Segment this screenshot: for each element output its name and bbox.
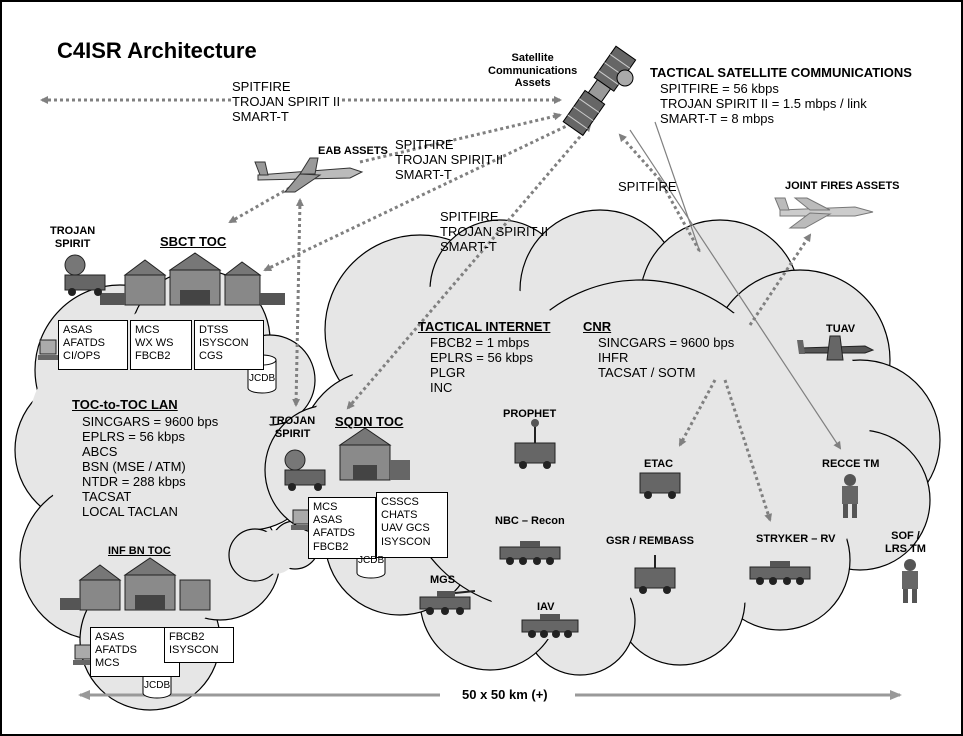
page-title: C4ISR Architecture [57, 38, 257, 63]
recce-tm-label: RECCE TM [822, 458, 880, 470]
sbct-box-2: MCS WX WS FBCB2 [130, 320, 192, 370]
tent-icon [338, 427, 410, 481]
toc-lan-title: TOC-to-TOC LAN [72, 397, 178, 412]
armored-vehicle-icon [419, 590, 476, 615]
inf-box-2: FBCB2 ISYSCON [164, 627, 234, 663]
armored-vehicle-icon [749, 561, 811, 585]
sbct-db-label: JCDB [249, 373, 276, 384]
tacsat-rates: SPITFIRE = 56 kbps TROJAN SPIRIT II = 1.… [660, 81, 867, 126]
tactical-internet-list: FBCB2 = 1 mbps EPLRS = 56 kbps PLGR INC [430, 335, 533, 395]
iav-label: IAV [537, 601, 555, 613]
gsr-rembass-label: GSR / REMBASS [606, 535, 695, 547]
uav-icon [797, 335, 875, 361]
tactical-internet-title: TACTICAL INTERNET [418, 319, 551, 334]
sof-lrs-label: SOF / LRS TM [885, 530, 926, 555]
toc-lan-list: SINCGARS = 9600 bps EPLRS = 56 kbps ABCS… [82, 414, 219, 519]
etac-label: ETAC [644, 458, 674, 470]
satellite-dish-icon [284, 449, 326, 491]
armored-vehicle-icon [499, 541, 561, 565]
sbct-toc-title: SBCT TOC [160, 234, 227, 249]
trojan-spirit-top-label: TROJAN SPIRIT [50, 225, 96, 250]
truck-icon [639, 472, 681, 499]
tacsat-heading: TACTICAL SATELLITE COMMUNICATIONS [650, 65, 912, 80]
truck-icon [514, 419, 556, 469]
solid-links [629, 121, 842, 450]
sbct-box-3: DTSS ISYSCON CGS [194, 320, 264, 370]
link-mid-label: SPITFIRE TROJAN SPIRIT II SMART-T [395, 137, 504, 182]
sqdn-box-1: MCS ASAS AFATDS FBCB2 [308, 497, 376, 559]
satellite-icon [562, 45, 637, 137]
joint-fires-label: JOINT FIRES ASSETS [785, 180, 900, 192]
soldier-icon [902, 559, 918, 603]
link-center-label: SPITFIRE TROJAN SPIRIT II SMART-T [440, 209, 549, 254]
tent-icon [60, 557, 211, 611]
nbc-recon-label: NBC – Recon [495, 515, 565, 527]
armored-vehicle-icon [521, 614, 579, 638]
inf-db-label: JCDB [144, 680, 171, 691]
trojan-spirit-mid-label: TROJAN SPIRIT [270, 415, 316, 440]
fighter-jet-icon [774, 197, 874, 229]
eab-assets-label: EAB ASSETS [318, 145, 388, 157]
truck-icon [634, 555, 676, 594]
sqdn-db-label: JCDB [358, 555, 385, 566]
tuav-label: TUAV [826, 323, 856, 335]
computer-icon [38, 339, 58, 360]
sqdn-box-2: CSSCS CHATS UAV GCS ISYSCON [376, 492, 448, 558]
tent-icon [100, 252, 285, 306]
satellite-label: Satellite Communications Assets [488, 52, 578, 90]
satellite-dish-icon [64, 254, 106, 296]
cnr-title: CNR [583, 319, 612, 334]
soldier-icon [842, 474, 858, 518]
aircraft-icon [254, 157, 364, 193]
stryker-rv-label: STRYKER – RV [756, 533, 836, 545]
mgs-label: MGS [430, 574, 456, 586]
inf-bn-toc-title: INF BN TOC [108, 545, 171, 557]
prophet-label: PROPHET [503, 408, 557, 420]
link-left-label: SPITFIRE TROJAN SPIRIT II SMART-T [232, 79, 341, 125]
sqdn-toc-title: SQDN TOC [335, 414, 404, 429]
cnr-list: SINCGARS = 9600 bps IHFR TACSAT / SOTM [598, 335, 735, 380]
sbct-box-1: ASAS AFATDS CI/OPS [58, 320, 128, 370]
scale-label: 50 x 50 km (+) [462, 687, 548, 702]
link-spitfire-label: SPITFIRE [618, 179, 677, 194]
